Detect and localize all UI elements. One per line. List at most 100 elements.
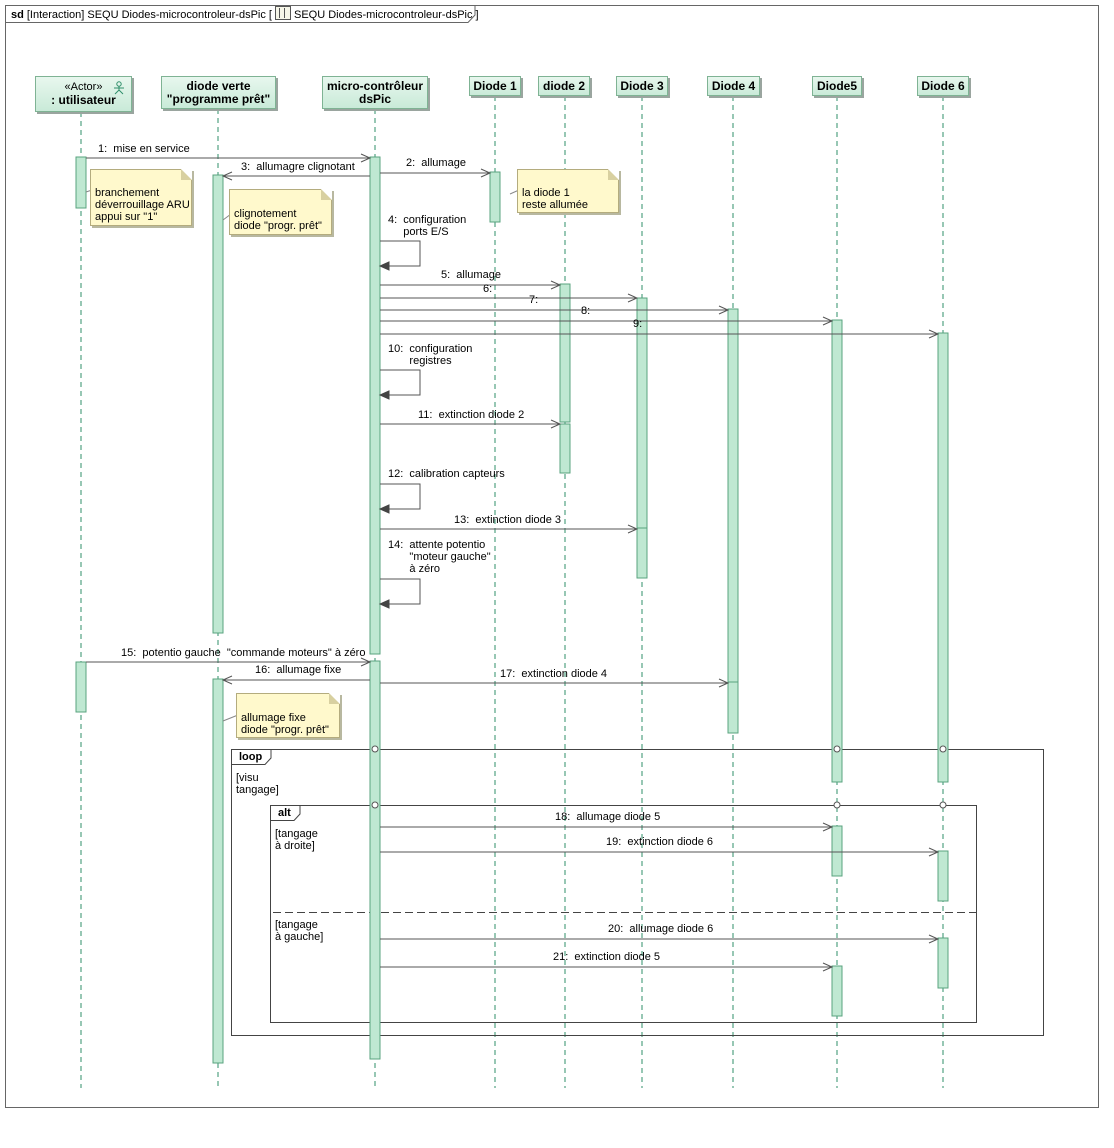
- loop-fragment: [231, 749, 1044, 1036]
- lifeline-head-d6[interactable]: Diode 6: [917, 76, 969, 96]
- activation-user-1: [75, 661, 87, 713]
- loop-operator: loop: [239, 751, 263, 763]
- message-19-arrowhead: [928, 847, 940, 857]
- msg-7-label: 7:: [529, 294, 539, 306]
- fragment-gate-1: [833, 745, 841, 753]
- msg-13-label: 13: extinction diode 3: [454, 514, 562, 526]
- activation-led-3: [212, 678, 224, 1064]
- lifeline-name-user: : utilisateur: [51, 93, 116, 107]
- msg-19-label: 19: extinction diode 6: [606, 836, 714, 848]
- message-9-arrowhead: [928, 329, 940, 339]
- msg-15-label: 15: potentio gauche "commande moteurs" à…: [121, 647, 366, 659]
- msg-21-label: 21: extinction diode 5: [553, 951, 661, 963]
- lifeline-name-d5: Diode5: [816, 78, 857, 93]
- lifeline-head-d1[interactable]: Diode 1: [469, 76, 521, 96]
- activation-d2-8: [559, 423, 571, 474]
- frame-title-left: [Interaction] SEQU Diodes-microcontroleu…: [26, 9, 272, 21]
- fragment-gate-4: [833, 801, 841, 809]
- alt-guard-1: [tangage à droite]: [275, 828, 318, 852]
- activation-d1-6: [489, 171, 501, 223]
- message-5-arrowhead: [550, 280, 562, 290]
- lifeline-name-d4: Diode 4: [711, 78, 756, 93]
- message-11-arrowhead: [550, 419, 562, 429]
- actor-icon: [114, 81, 124, 95]
- activation-mcu-5: [369, 660, 381, 1060]
- message-3-arrowhead: [221, 171, 233, 181]
- interaction-icon: [275, 6, 291, 20]
- alt-operator: alt: [278, 807, 291, 819]
- frame-title-right: SEQU Diodes-microcontroleur-dsPic ]: [294, 9, 479, 21]
- message-2-arrowhead: [480, 168, 492, 178]
- lifeline-name-d2: diode 2: [542, 78, 585, 93]
- lifeline-head-d3[interactable]: Diode 3: [616, 76, 668, 96]
- note-allumage-fixe: allumage fixe diode "progr. prêt": [236, 693, 340, 738]
- message-20-arrowhead: [928, 934, 940, 944]
- frame-title-tab: [5, 5, 476, 23]
- lifeline-name-led-1: diode verte: [186, 78, 251, 93]
- frame-title: sd[Interaction] SEQU Diodes-microcontrol…: [6, 6, 485, 22]
- activation-d3-10: [636, 527, 648, 579]
- lifeline-name-led-2: "programme prêt": [166, 91, 271, 106]
- activation-d5-14: [831, 825, 843, 877]
- message-14-arrowhead: [378, 599, 390, 609]
- msg-8-label: 8:: [581, 305, 591, 317]
- lifeline-head-d2[interactable]: diode 2: [538, 76, 590, 96]
- activation-led-2: [212, 174, 224, 634]
- lifeline-head-led[interactable]: diode verte "programme prêt": [161, 76, 276, 109]
- activation-d5-15: [831, 965, 843, 1017]
- note-anchor-4: [222, 714, 239, 722]
- message-6-arrowhead: [627, 293, 639, 303]
- message-17-arrowhead: [718, 678, 730, 688]
- msg-17-label: 17: extinction diode 4: [500, 668, 608, 680]
- lifeline-head-d4[interactable]: Diode 4: [707, 76, 760, 96]
- lifeline-name-mcu-2: dsPic: [358, 91, 391, 106]
- message-1-arrowhead: [360, 153, 372, 163]
- msg-9-label: 9:: [633, 318, 643, 330]
- msg-3-label: 3: allumagre clignotant: [241, 161, 355, 173]
- fragment-gate-5: [939, 801, 947, 809]
- loop-tab: [231, 749, 272, 765]
- lifeline-name-d1: Diode 1: [473, 78, 517, 93]
- lifeline-head-mcu[interactable]: micro-contrôleur dsPic: [322, 76, 428, 109]
- outer-frame: [5, 5, 1099, 1108]
- note-branchement: branchement déverrouillage ARU appui sur…: [90, 169, 192, 226]
- msg-16-label: 16: allumage fixe: [255, 664, 342, 676]
- alt-guard-2: [tangage à gauche]: [275, 919, 324, 943]
- message-12-loop: [380, 483, 421, 510]
- msg-5-label: 5: allumage: [441, 269, 501, 281]
- message-18-arrowhead: [822, 822, 834, 832]
- msg-6-label: 6:: [483, 283, 493, 295]
- activation-d4-12: [727, 681, 739, 734]
- msg-18-label: 18: allumage diode 5: [555, 811, 661, 823]
- msg-11-label: 11: extinction diode 2: [418, 409, 525, 421]
- activation-d6-16: [937, 332, 949, 783]
- lifeline-name-mcu-1: micro-contrôleur: [326, 78, 423, 93]
- alt-fragment: [270, 805, 977, 1023]
- message-8-arrowhead: [822, 316, 834, 326]
- msg-20-label: 20: allumage diode 6: [608, 923, 714, 935]
- lifeline-head-user[interactable]: «Actor» : utilisateur: [35, 76, 132, 112]
- frame-sd-keyword: sd: [11, 9, 24, 21]
- message-15-arrowhead: [360, 657, 372, 667]
- lifeline-head-d5[interactable]: Diode5: [812, 76, 862, 96]
- message-12-arrowhead: [378, 504, 390, 514]
- msg-2-label: 2: allumage: [406, 157, 466, 169]
- activation-d6-18: [937, 937, 949, 989]
- msg-4-label: 4: configuration ports E/S: [388, 214, 467, 238]
- message-10-loop: [380, 369, 421, 396]
- message-7-arrowhead: [718, 305, 730, 315]
- lifeline-name-d3: Diode 3: [620, 78, 664, 93]
- message-21-arrowhead: [822, 962, 834, 972]
- alt-tab: [270, 805, 301, 821]
- note-diode1: la diode 1 reste allumée: [517, 169, 619, 213]
- lifeline-name-d6: Diode 6: [921, 78, 965, 93]
- activation-d2-7: [559, 283, 571, 423]
- msg-10-label: 10: configuration registres: [388, 343, 473, 367]
- note-clignotement: clignotement diode "progr. prêt": [229, 189, 332, 235]
- fragment-gate-2: [939, 745, 947, 753]
- message-14-loop: [380, 578, 421, 605]
- message-4-loop: [380, 240, 421, 267]
- activation-user-0: [75, 156, 87, 209]
- message-4-arrowhead: [378, 261, 390, 271]
